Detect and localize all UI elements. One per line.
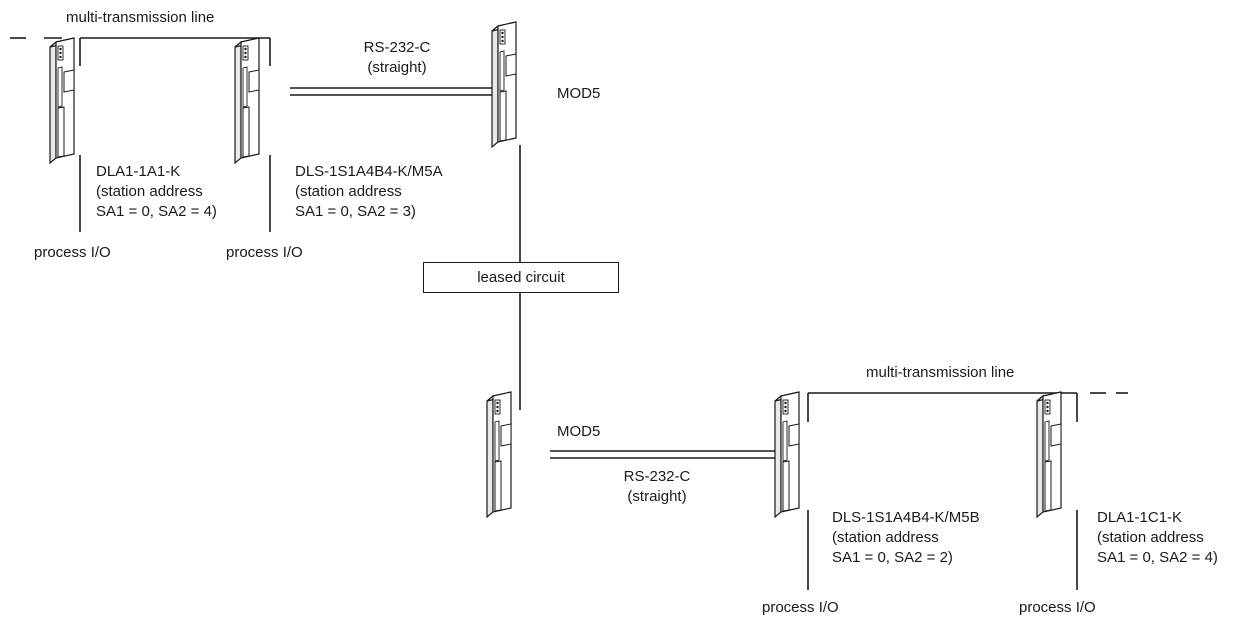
dla1-1a1-model: DLA1-1A1-K bbox=[96, 163, 181, 180]
dla1-1a1-io: process I/O bbox=[34, 244, 111, 261]
straight-bottom-label: (straight) bbox=[627, 488, 687, 505]
dls-m5a-model: DLS-1S1A4B4-K/M5A bbox=[295, 163, 443, 180]
dla1-1c1-model: DLA1-1C1-K bbox=[1097, 509, 1183, 526]
rs232-top-label: RS-232-C bbox=[363, 39, 431, 56]
module-mod5-bottom bbox=[486, 391, 512, 518]
module-dls-m5b bbox=[774, 391, 800, 518]
module-dla1-1a1-k bbox=[49, 37, 75, 164]
dls-m5b-addr: SA1 = 0, SA2 = 2) bbox=[832, 549, 953, 566]
dla1-1c1-addr-label: (station address bbox=[1097, 529, 1204, 546]
dls-m5a-io: process I/O bbox=[226, 244, 303, 261]
dls-m5b-model: DLS-1S1A4B4-K/M5B bbox=[832, 509, 980, 526]
dls-m5a-addr-label: (station address bbox=[295, 183, 402, 200]
dla1-1c1-addr: SA1 = 0, SA2 = 4) bbox=[1097, 549, 1218, 566]
dla1-1c1-io: process I/O bbox=[1019, 599, 1096, 616]
mod5-top-label: MOD5 bbox=[557, 85, 601, 102]
leased-circuit-label: leased circuit bbox=[477, 269, 565, 286]
module-mod5-top bbox=[491, 21, 517, 148]
leased-circuit-box: leased circuit bbox=[423, 262, 619, 293]
dls-m5b-addr-label: (station address bbox=[832, 529, 939, 546]
top-multi-transmission-label: multi-transmission line bbox=[66, 9, 215, 26]
module-dla1-1c1-k bbox=[1036, 391, 1062, 518]
dls-m5b-io: process I/O bbox=[762, 599, 839, 616]
dla1-1a1-addr: SA1 = 0, SA2 = 4) bbox=[96, 203, 217, 220]
dla1-1a1-addr-label: (station address bbox=[96, 183, 203, 200]
mod5-bottom-label: MOD5 bbox=[557, 423, 601, 440]
straight-top-label: (straight) bbox=[367, 59, 427, 76]
dls-m5a-addr: SA1 = 0, SA2 = 3) bbox=[295, 203, 416, 220]
bottom-multi-transmission-label: multi-transmission line bbox=[866, 364, 1015, 381]
rs232-bottom-label: RS-232-C bbox=[623, 468, 691, 485]
module-dls-m5a bbox=[234, 37, 260, 164]
